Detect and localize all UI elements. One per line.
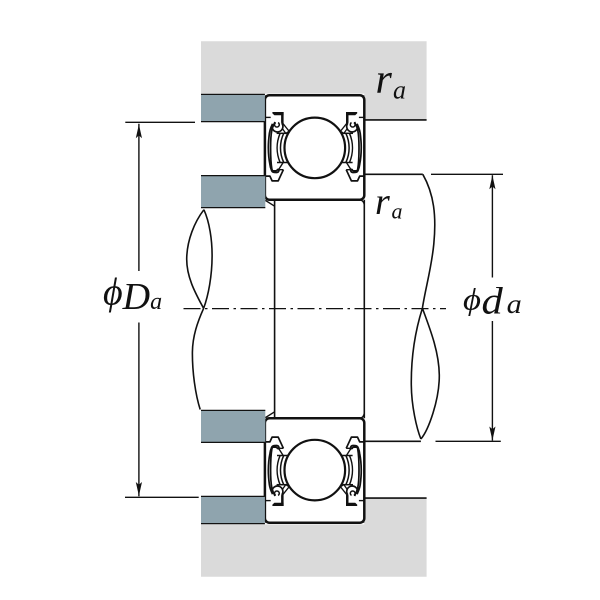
svg-text:r: r [376,57,393,103]
svg-text:ϕDa: ϕDa [103,272,162,318]
svg-text:r: r [375,181,390,223]
svg-text:a: a [392,199,403,224]
svg-text:ϕda: ϕda [463,280,522,322]
svg-text:a: a [393,76,406,105]
